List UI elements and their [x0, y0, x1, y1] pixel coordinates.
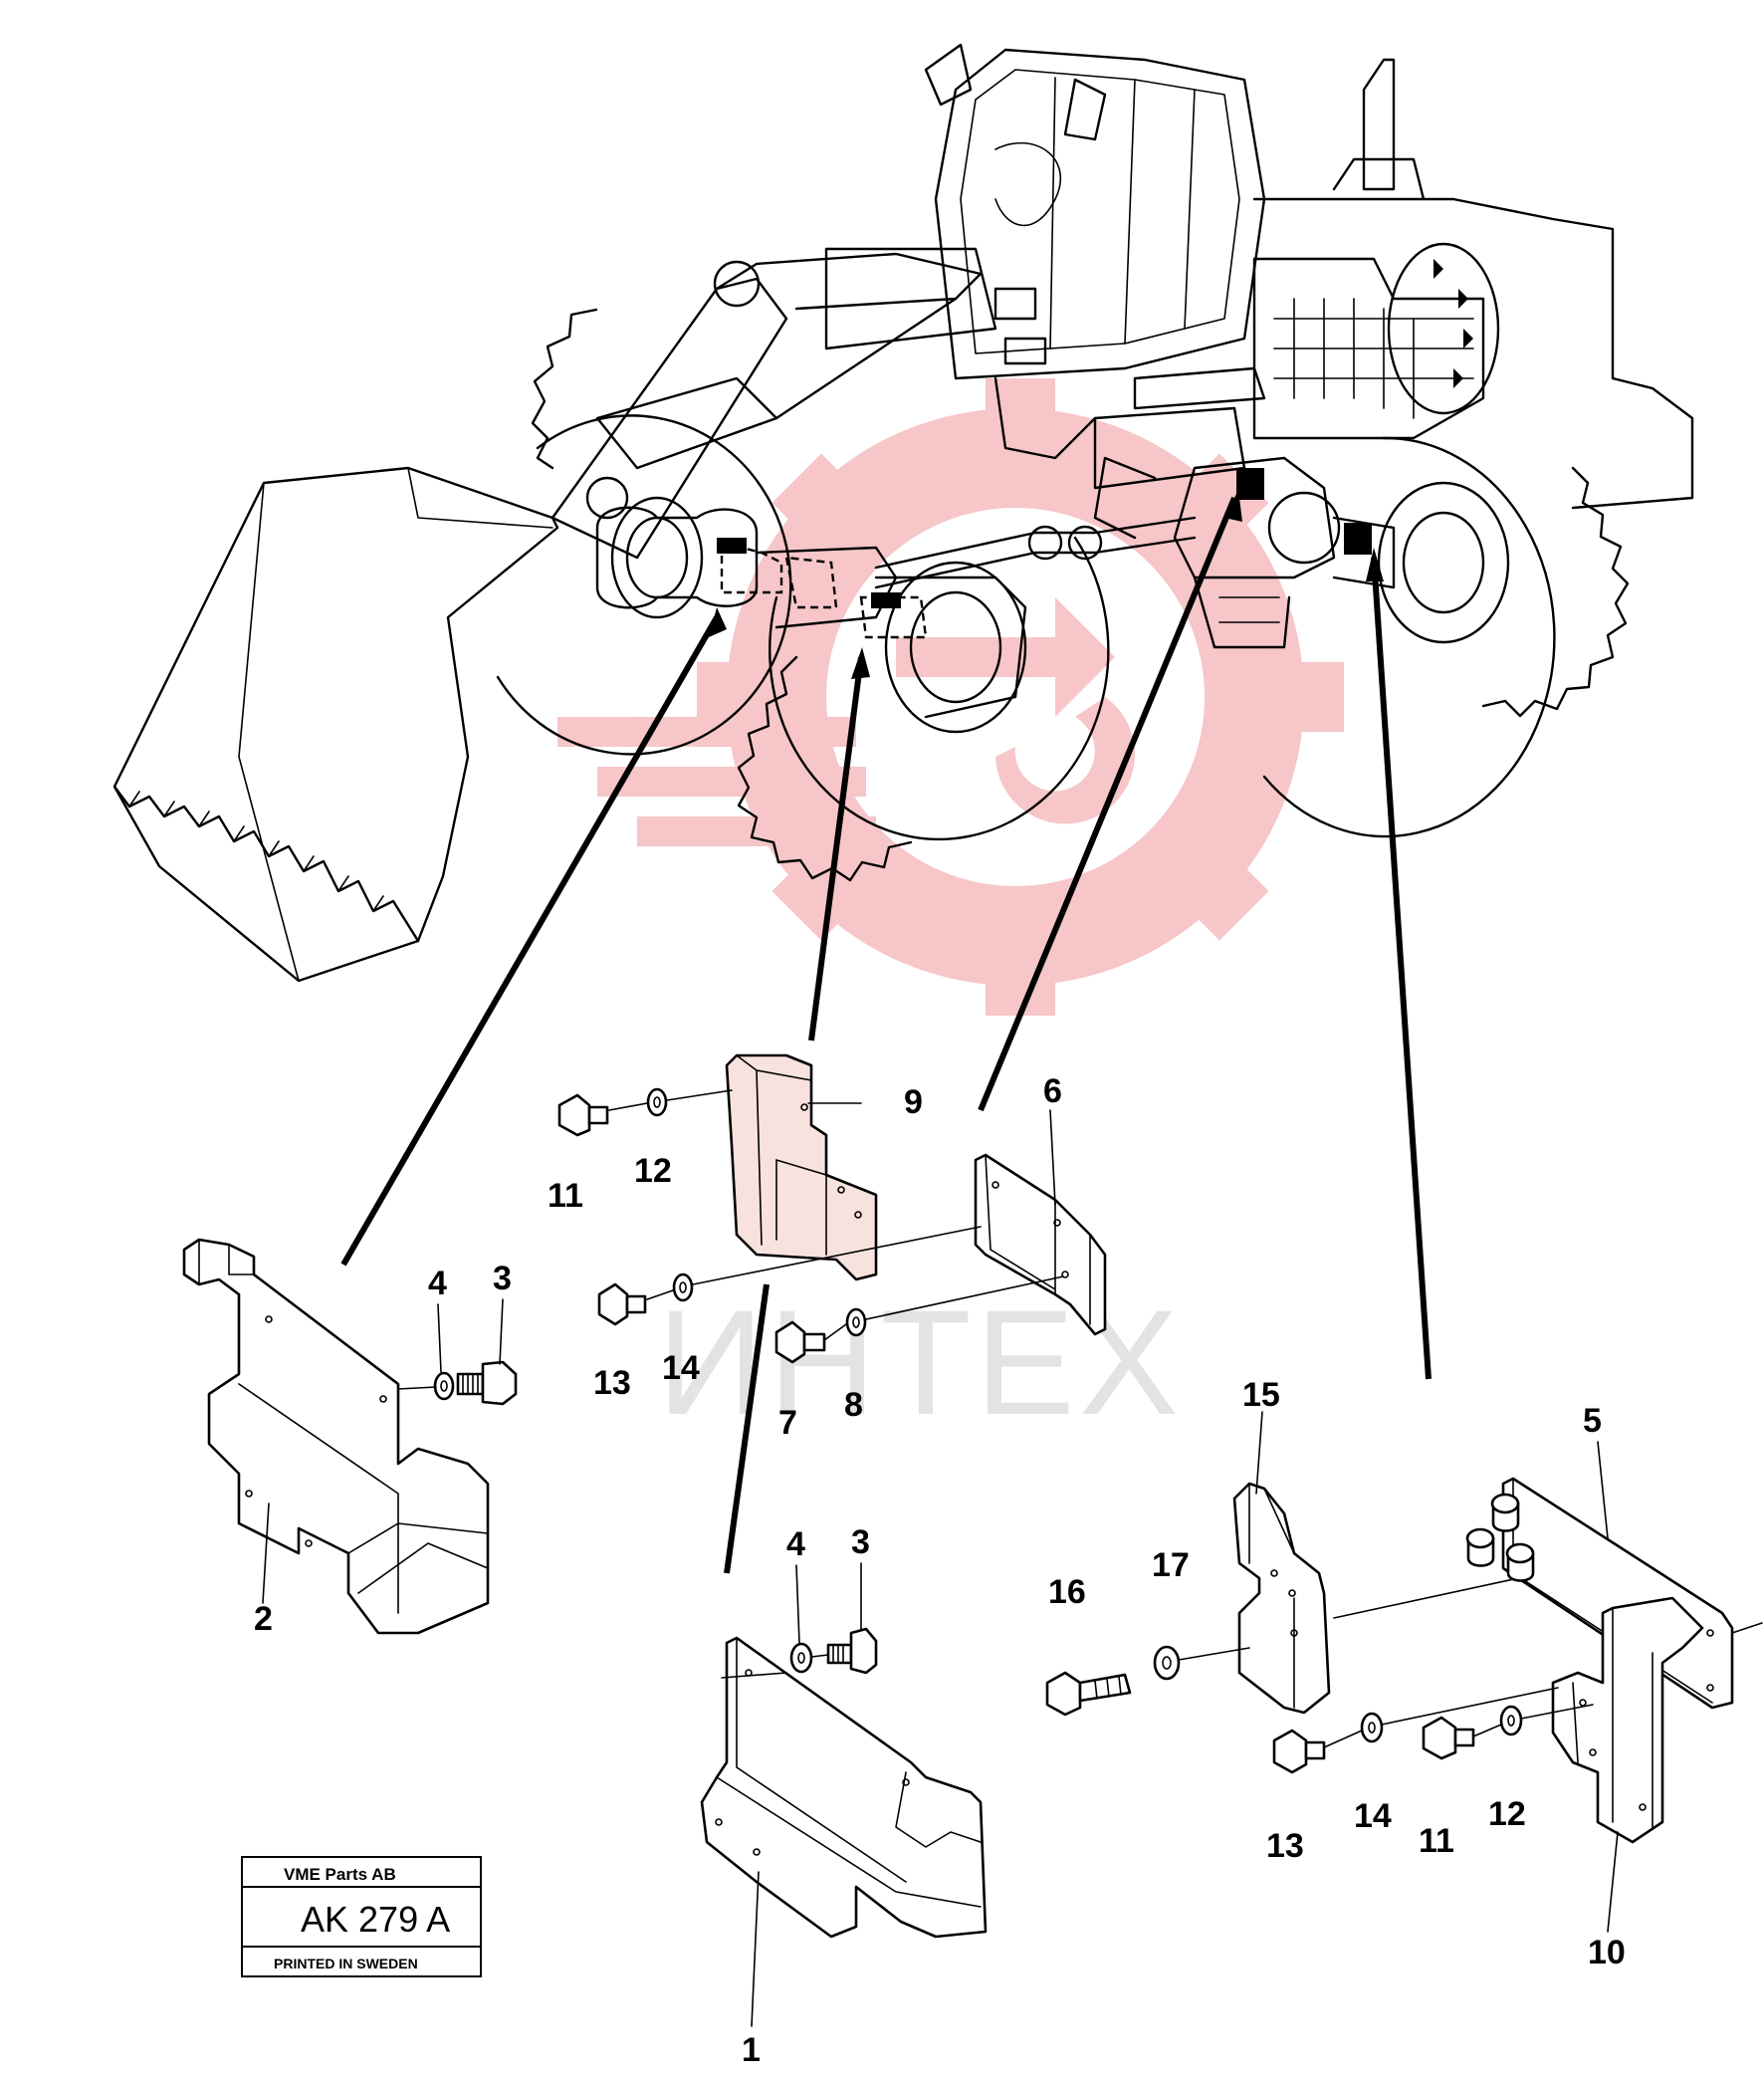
washer-14-middle [672, 1272, 694, 1302]
callout-13-middle: 13 [593, 1364, 631, 1402]
callout-12-upper: 12 [634, 1152, 672, 1190]
callout-leaders [262, 1102, 1619, 2027]
callout-3-lower: 3 [851, 1523, 870, 1561]
part-9-bracket [725, 1053, 878, 1281]
part-1-rear-axle-cover [700, 1636, 988, 1939]
washer-4-left [433, 1371, 455, 1401]
callout-9: 9 [904, 1083, 923, 1121]
bolt-11-upper [557, 1093, 609, 1137]
callout-10: 10 [1588, 1934, 1626, 1971]
part-10-bracket [1551, 1596, 1704, 1844]
callout-3-left: 3 [493, 1260, 512, 1297]
leader-arrows [340, 490, 1432, 1574]
part-5-mounting-plate [1465, 1477, 1734, 1710]
callout-4-left: 4 [428, 1265, 447, 1302]
callout-14-lower: 14 [1354, 1797, 1392, 1835]
bolt-11-lower [1422, 1716, 1475, 1760]
bolt-7 [774, 1320, 826, 1364]
callout-labels: 1 2 3 3 4 4 5 6 7 8 9 10 11 11 12 12 13 … [254, 1072, 1626, 2069]
washer-12-upper [646, 1087, 668, 1117]
watermark-gear-logo [557, 378, 1344, 1016]
callout-11-lower: 11 [1419, 1822, 1454, 1860]
title-block-drawing-number: AK 279 A [301, 1899, 450, 1940]
title-block: VME Parts AB AK 279 A PRINTED IN SWEDEN [241, 1856, 482, 1977]
washer-8 [845, 1307, 867, 1337]
wheel-loader-illustration [112, 43, 1694, 983]
callout-13-lower: 13 [1266, 1827, 1304, 1865]
callout-2: 2 [254, 1600, 273, 1638]
callout-12-lower: 12 [1488, 1795, 1526, 1833]
bolt-13-lower [1272, 1729, 1326, 1774]
callout-1: 1 [742, 2031, 761, 2069]
title-block-company: VME Parts AB [284, 1865, 396, 1884]
callout-6: 6 [1043, 1072, 1062, 1110]
callout-7: 7 [778, 1404, 797, 1442]
callout-15: 15 [1242, 1376, 1280, 1414]
callout-16: 16 [1048, 1573, 1086, 1611]
callout-14-middle: 14 [662, 1349, 700, 1387]
callout-17: 17 [1152, 1546, 1190, 1584]
part-6-plate [974, 1153, 1107, 1336]
washer-4-lower [789, 1642, 813, 1674]
callout-5: 5 [1583, 1402, 1602, 1440]
bolt-13-middle [597, 1282, 647, 1326]
washer-14-lower [1360, 1712, 1384, 1743]
washer-12-lower [1499, 1705, 1523, 1736]
bolt-3-lower [826, 1627, 878, 1675]
bolt-16 [1045, 1671, 1132, 1717]
washer-17 [1153, 1645, 1181, 1681]
bolt-3-left [456, 1360, 518, 1406]
callout-4-lower: 4 [786, 1525, 805, 1563]
part-2-front-axle-cover [182, 1238, 490, 1635]
title-block-note: PRINTED IN SWEDEN [274, 1956, 418, 1971]
callout-8: 8 [844, 1386, 863, 1424]
part-15-bracket [1232, 1482, 1331, 1715]
callout-11-upper: 11 [548, 1177, 583, 1215]
